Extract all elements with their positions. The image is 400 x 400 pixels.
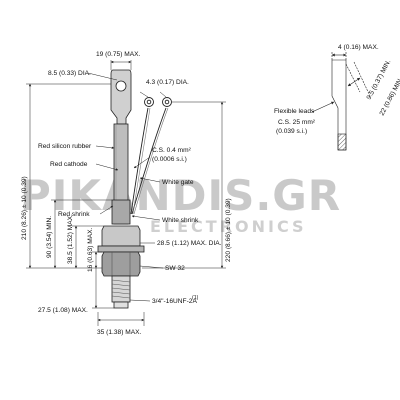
dim-cable-cs: C.S. 0.4 mm² [152, 147, 192, 154]
dim-length-90: 90 (3.54) MIN. [46, 216, 53, 258]
detail-width: 4 (0.16) MAX. [338, 44, 379, 51]
dimension-lines [26, 60, 226, 326]
detail-view: 4 (0.16) MAX. 9.5 (0.37) MIN. 22 (0.86) … [274, 44, 400, 151]
gate-wire-2 [131, 107, 167, 215]
dim-hex-size: SW 32 [165, 265, 185, 272]
detail-cs: C.S. 25 mm² [278, 119, 316, 126]
dim-thread-note: (1) [192, 295, 199, 301]
device-body [97, 69, 145, 309]
cathode-lug [110, 69, 132, 125]
label-red-cathode: Red cathode [50, 161, 88, 168]
hex-base [101, 251, 141, 277]
dim-thread: 3/4"-16UNF-2A [152, 298, 197, 305]
dim-flange-dia: 28.5 (1.12) MAX. DIA. [157, 240, 222, 247]
label-white-gate: White gate [162, 179, 194, 186]
gate-leads [130, 97, 172, 215]
detail-flexible-leads: Flexible leads [274, 108, 315, 115]
watermark-brand: PIKANDIS.GR [20, 171, 341, 220]
dim-base-width: 35 (1.38) MAX. [97, 329, 142, 336]
dim-top-width: 19 (0.75) MAX. [96, 51, 141, 58]
lug-eye [115, 80, 127, 92]
shrink-sleeve [111, 199, 131, 225]
watermark-tagline: ELECTRONICS [150, 217, 307, 236]
label-red-silicon-rubber: Red silicon rubber [38, 143, 92, 150]
housing-collar [97, 245, 145, 253]
dim-length-16: 16 (0.63) MAX. [87, 227, 94, 272]
dim-overall-length-left: 210 (8.26) ± 10 (0.39) [21, 176, 28, 240]
stud-tip [113, 301, 129, 309]
dim-gate-eye-dia: 4.3 (0.17) DIA. [146, 79, 189, 86]
dim-cable-cs-si: (0.0006 s.i.) [152, 156, 187, 163]
thread-lines [111, 279, 131, 299]
label-red-shrink: Red shrink [58, 211, 90, 218]
detail-len-22: 22 (0.86) MIN. [379, 76, 400, 117]
main-labels: 19 (0.75) MAX. 8.5 (0.33) DIA. 4.3 (0.17… [21, 51, 232, 336]
dim-length-38: 38.5 (1.52) MAX. [67, 214, 74, 264]
dim-overall-length-right: 220 (8.66) ± 10 (0.39) [225, 198, 232, 262]
detail-cs-si: (0.039 s.i.) [276, 128, 307, 135]
housing-top [101, 225, 141, 247]
dim-length-27: 27.5 (1.08) MAX. [38, 307, 88, 314]
watermark: PIKANDIS.GR ELECTRONICS [20, 171, 341, 236]
dim-eye-dia: 8.5 (0.33) DIA. [48, 70, 91, 77]
gate-wire-1 [130, 107, 149, 215]
label-white-shrink: White shrink [162, 217, 199, 224]
